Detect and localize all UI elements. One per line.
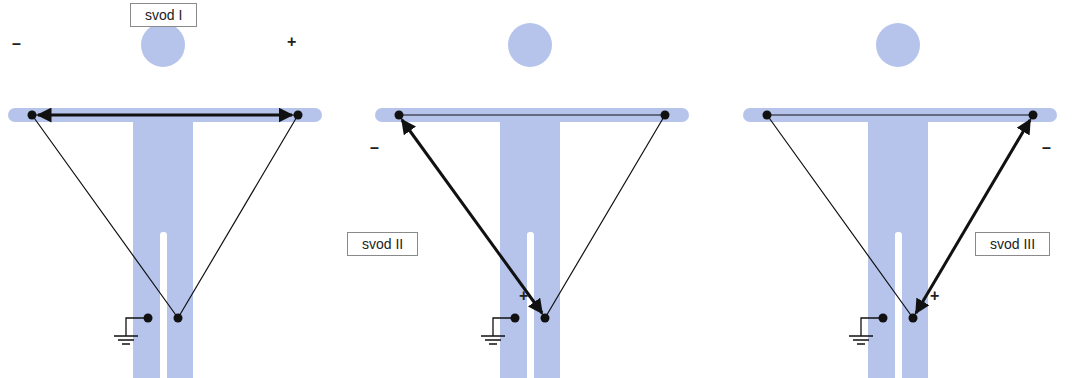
lead-name: svod I <box>145 7 182 23</box>
polarity-sign: + <box>519 288 528 304</box>
lead-label-box: svod I <box>130 3 197 27</box>
lead-arrow <box>402 120 542 313</box>
lead-label-box: svod III <box>975 232 1050 256</box>
lead-name: svod III <box>990 236 1035 252</box>
figure-lead-one <box>8 23 322 378</box>
polarity-sign: – <box>1042 140 1051 156</box>
lead-arrow <box>38 114 292 117</box>
lead-label-box: svod II <box>347 232 418 256</box>
polarity-sign: + <box>930 288 939 304</box>
lead-arrow <box>916 120 1030 313</box>
lead-name: svod II <box>362 236 403 252</box>
polarity-sign: – <box>12 36 21 52</box>
polarity-sign: + <box>287 34 296 50</box>
figure-lead-two <box>375 23 689 378</box>
polarity-sign: – <box>370 140 379 156</box>
figure-lead-three <box>743 23 1057 378</box>
